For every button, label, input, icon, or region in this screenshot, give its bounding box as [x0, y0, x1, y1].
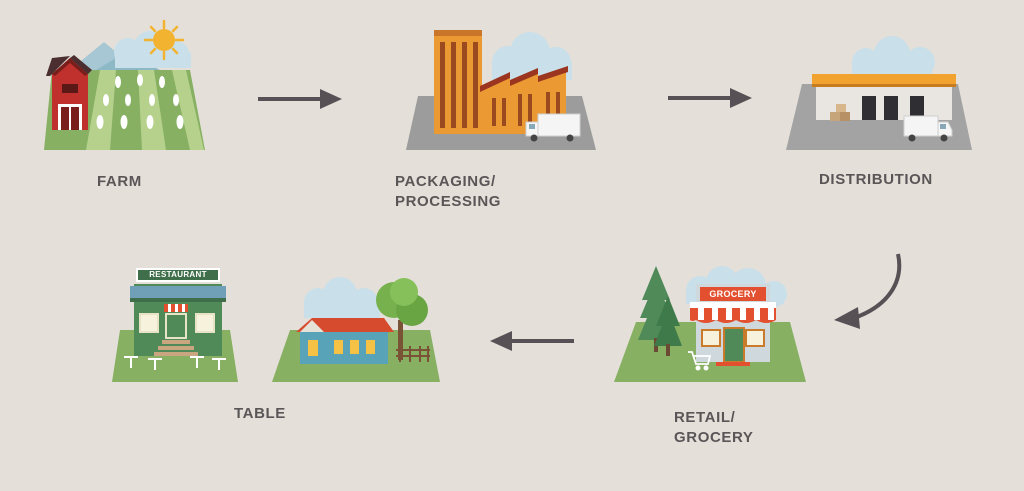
boxes-icon: [830, 104, 850, 121]
house-cloud: [304, 277, 380, 318]
farm-field-rows: [86, 70, 204, 150]
arrow-curved-down-icon: [834, 253, 902, 329]
factory-tower: [434, 30, 482, 134]
tree-icon: [376, 278, 428, 360]
truck-icon-1: [525, 113, 581, 142]
house-illustration: [272, 277, 440, 382]
packaging-label-line1: PACKAGING/: [395, 173, 496, 190]
farm-cloud: [114, 31, 191, 68]
retail-grocery-label: RETAIL/ GROCERY: [674, 408, 754, 448]
grocery-store: [690, 284, 776, 366]
restaurant-awning: [164, 304, 188, 312]
barn-icon: [46, 55, 92, 130]
tree-icons: [638, 266, 682, 356]
factory-illustration: [406, 30, 596, 150]
restaurant-sign: [136, 268, 220, 282]
farm-illustration: [44, 19, 205, 150]
retail-label-line2: GROCERY: [674, 429, 754, 446]
cafe-tables-icon: [124, 356, 226, 370]
house-building: [296, 318, 394, 364]
table-label: TABLE: [234, 405, 286, 422]
grocery-awning: [690, 302, 776, 323]
shopping-cart-icon: [688, 351, 712, 371]
packaging-processing-label: PACKAGING/ PROCESSING: [395, 172, 501, 212]
warehouse-illustration: [786, 36, 972, 150]
restaurant-building: [130, 284, 226, 356]
grocery-illustration: [614, 266, 806, 382]
warehouse-building: [812, 74, 956, 120]
packaging-label-line2: PROCESSING: [395, 193, 502, 210]
farm-label: FARM: [97, 173, 142, 190]
warehouse-cloud: [852, 36, 935, 78]
grocery-sign-text: GROCERY: [709, 289, 757, 299]
restaurant-sign-text: RESTAURANT: [149, 270, 207, 279]
arrow-left-icon: [490, 331, 574, 351]
restaurant-illustration: [112, 268, 238, 382]
fence-icon: [396, 346, 430, 362]
distribution-label: DISTRIBUTION: [819, 171, 933, 188]
arrow-right-icon-1: [258, 89, 342, 109]
arrow-right-icon-2: [668, 88, 752, 108]
wheat-icons: [96, 74, 184, 129]
sun-icon: [143, 19, 185, 61]
truck-icon-2: [903, 115, 953, 142]
retail-label-line1: RETAIL/: [674, 409, 736, 426]
